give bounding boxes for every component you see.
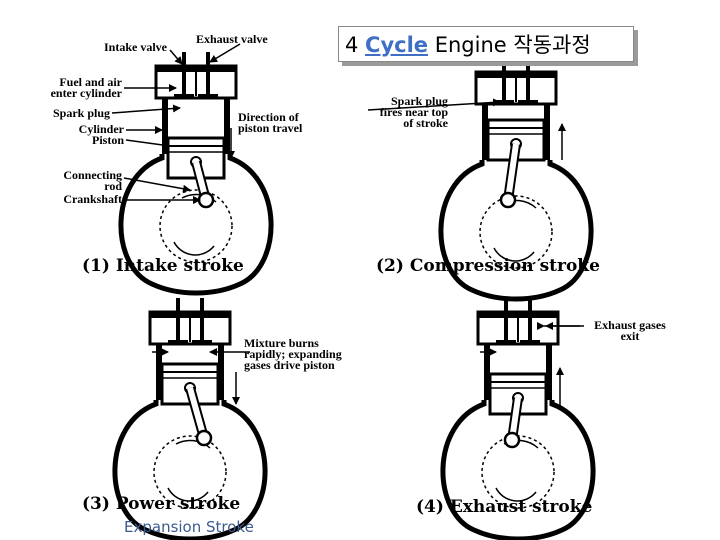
label-mixture-burns: Mixture burns rapidly; expanding gases d… bbox=[244, 336, 342, 372]
caption-compression: (2) Compression stroke bbox=[376, 256, 600, 276]
engine-exhaust bbox=[443, 296, 593, 539]
engine-power bbox=[115, 296, 265, 539]
subcaption-expansion: Expansion Stroke bbox=[124, 518, 254, 536]
caption-intake: (1) Intake stroke bbox=[82, 256, 244, 276]
label-fuel-air: Fuel and air enter cylinder bbox=[50, 75, 122, 100]
label-crankshaft: Crankshaft bbox=[63, 192, 122, 206]
label-cylinder: Cylinder bbox=[78, 122, 124, 136]
caption-exhaust: (4) Exhaust stroke bbox=[416, 497, 593, 517]
label-exhaust-exit: Exhaust gases exit bbox=[594, 318, 666, 343]
label-exhaust-valve: Exhaust valve bbox=[196, 32, 268, 46]
label-spark-plug: Spark plug bbox=[52, 106, 110, 120]
label-connecting-rod: Connecting rod bbox=[63, 168, 122, 193]
engine-compression bbox=[441, 56, 591, 299]
title-prefix: 4 bbox=[345, 33, 366, 57]
label-piston: Piston bbox=[91, 133, 124, 147]
label-direction: Direction of piston travel bbox=[238, 110, 303, 135]
page-title: 4 Cycle Engine 작동과정 bbox=[338, 26, 634, 62]
title-suffix: Engine 작동과정 bbox=[428, 33, 591, 57]
engine-intake bbox=[121, 50, 271, 293]
caption-power: (3) Power stroke bbox=[82, 494, 241, 514]
label-spark-fires: Spark plug fires near top of stroke bbox=[379, 94, 448, 130]
title-link[interactable]: Cycle bbox=[365, 33, 429, 57]
leader-lines bbox=[111, 43, 584, 406]
label-intake-valve: Intake valve bbox=[104, 40, 167, 54]
